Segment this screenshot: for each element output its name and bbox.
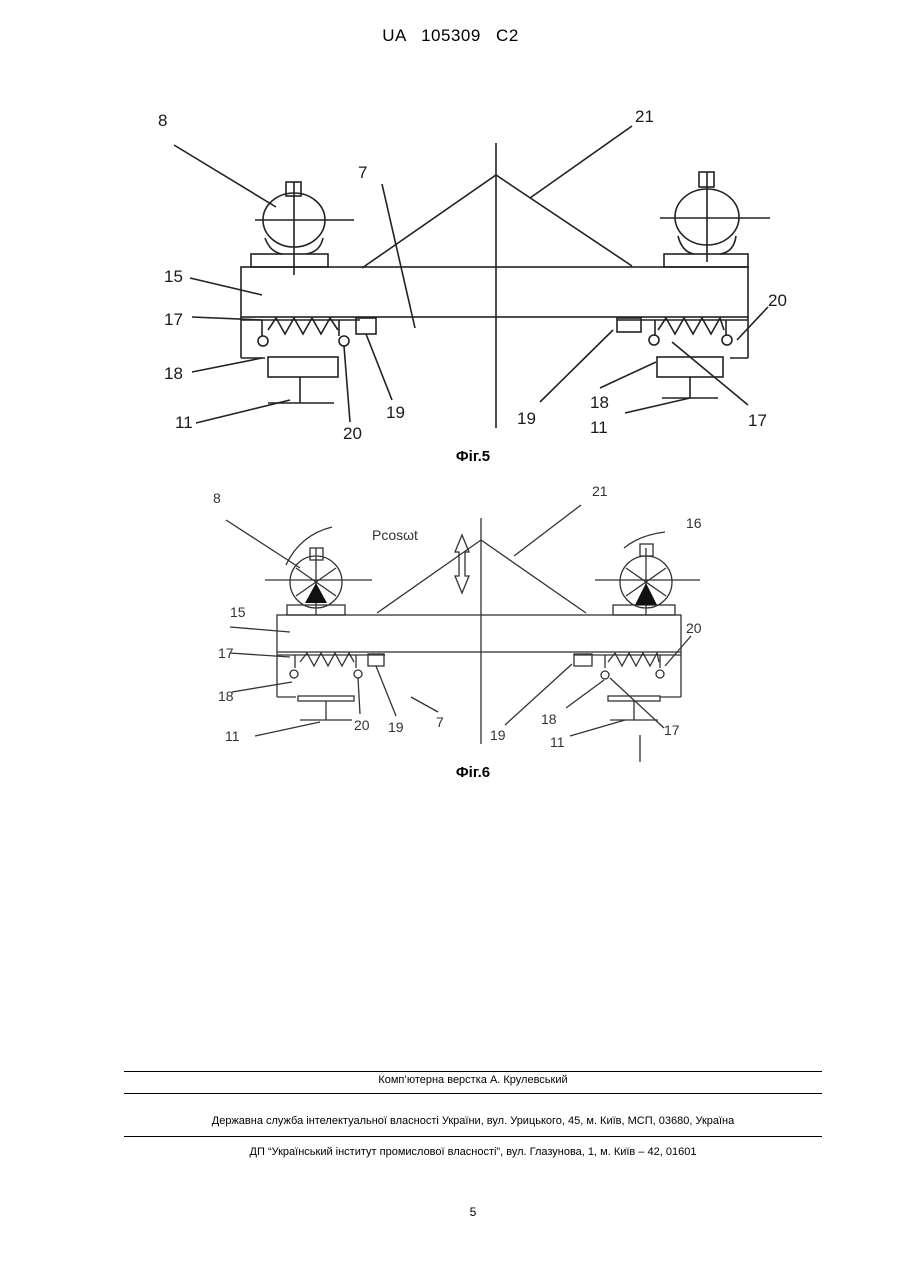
beam xyxy=(241,267,748,317)
foot-block-right xyxy=(657,357,723,377)
figure-6-caption: Фіг.6 xyxy=(0,764,901,781)
fig6-label-7: 7 xyxy=(436,714,444,730)
fig6-label-8: 8 xyxy=(213,490,221,506)
fig5-label-11-right: 11 xyxy=(590,418,608,437)
fig6-label-20-left: 20 xyxy=(354,717,370,733)
motor-base-left xyxy=(251,254,328,267)
footer-institute: ДП “Український інститут промислової вла… xyxy=(0,1146,901,1158)
fig5-label-17-left: 17 xyxy=(164,310,183,329)
figure-6-drawing: 8 21 16 Pcosωt 15 20 17 18 11 20 19 7 19… xyxy=(0,470,901,770)
beam-6 xyxy=(277,615,681,652)
support-right-a xyxy=(649,335,659,345)
fig5-label-11-left: 11 xyxy=(175,413,193,432)
motor-base-right xyxy=(664,254,748,267)
fig5-label-21: 21 xyxy=(635,107,654,126)
foot-block-left xyxy=(268,357,338,377)
fig5-label-20-left: 20 xyxy=(343,424,362,443)
fig5-label-19-left: 19 xyxy=(386,403,405,422)
fig6-force-label: Pcosωt xyxy=(372,527,418,543)
support-right-b xyxy=(722,335,732,345)
fig6-label-11-right: 11 xyxy=(550,734,565,750)
triangle-frame xyxy=(362,175,632,268)
support-left-a xyxy=(258,336,268,346)
fig5-label-17-right: 17 xyxy=(748,411,767,430)
fig6-label-20-right: 20 xyxy=(686,620,702,636)
fig5-label-18-right: 18 xyxy=(590,393,609,412)
fig5-label-18-left: 18 xyxy=(164,364,183,383)
fig5-label-19-right: 19 xyxy=(517,409,536,428)
fig6-label-21: 21 xyxy=(592,483,608,499)
fig6-label-16: 16 xyxy=(686,515,702,531)
fig6-label-11-left: 11 xyxy=(225,728,240,744)
fig6-label-18-right: 18 xyxy=(541,711,557,727)
support-left-b xyxy=(339,336,349,346)
fig6-label-19-left: 19 xyxy=(388,719,404,735)
fig5-label-20-right: 20 xyxy=(768,291,787,310)
fig5-label-8: 8 xyxy=(158,111,167,130)
footer-rule-1 xyxy=(124,1071,822,1072)
footer-typesetter: Комп’ютерна верстка А. Крулевський xyxy=(0,1074,901,1086)
fig6-label-19-right: 19 xyxy=(490,727,506,743)
figure-5-caption: Фіг.5 xyxy=(0,448,901,465)
fig5-label-15: 15 xyxy=(164,267,183,286)
fig6-label-17-left: 17 xyxy=(218,645,234,661)
page-number: 5 xyxy=(0,1205,901,1219)
figure-5-drawing: 8 21 7 15 17 18 11 20 19 20 19 18 11 17 xyxy=(0,0,901,470)
fig6-label-15: 15 xyxy=(230,604,246,620)
fig6-label-17-right: 17 xyxy=(664,722,680,738)
fig6-label-18-left: 18 xyxy=(218,688,234,704)
footer-rule-2 xyxy=(124,1093,822,1094)
footer-agency: Державна служба інтелектуальної власност… xyxy=(0,1115,901,1127)
footer-rule-3 xyxy=(124,1136,822,1137)
fig5-label-7: 7 xyxy=(358,163,367,182)
